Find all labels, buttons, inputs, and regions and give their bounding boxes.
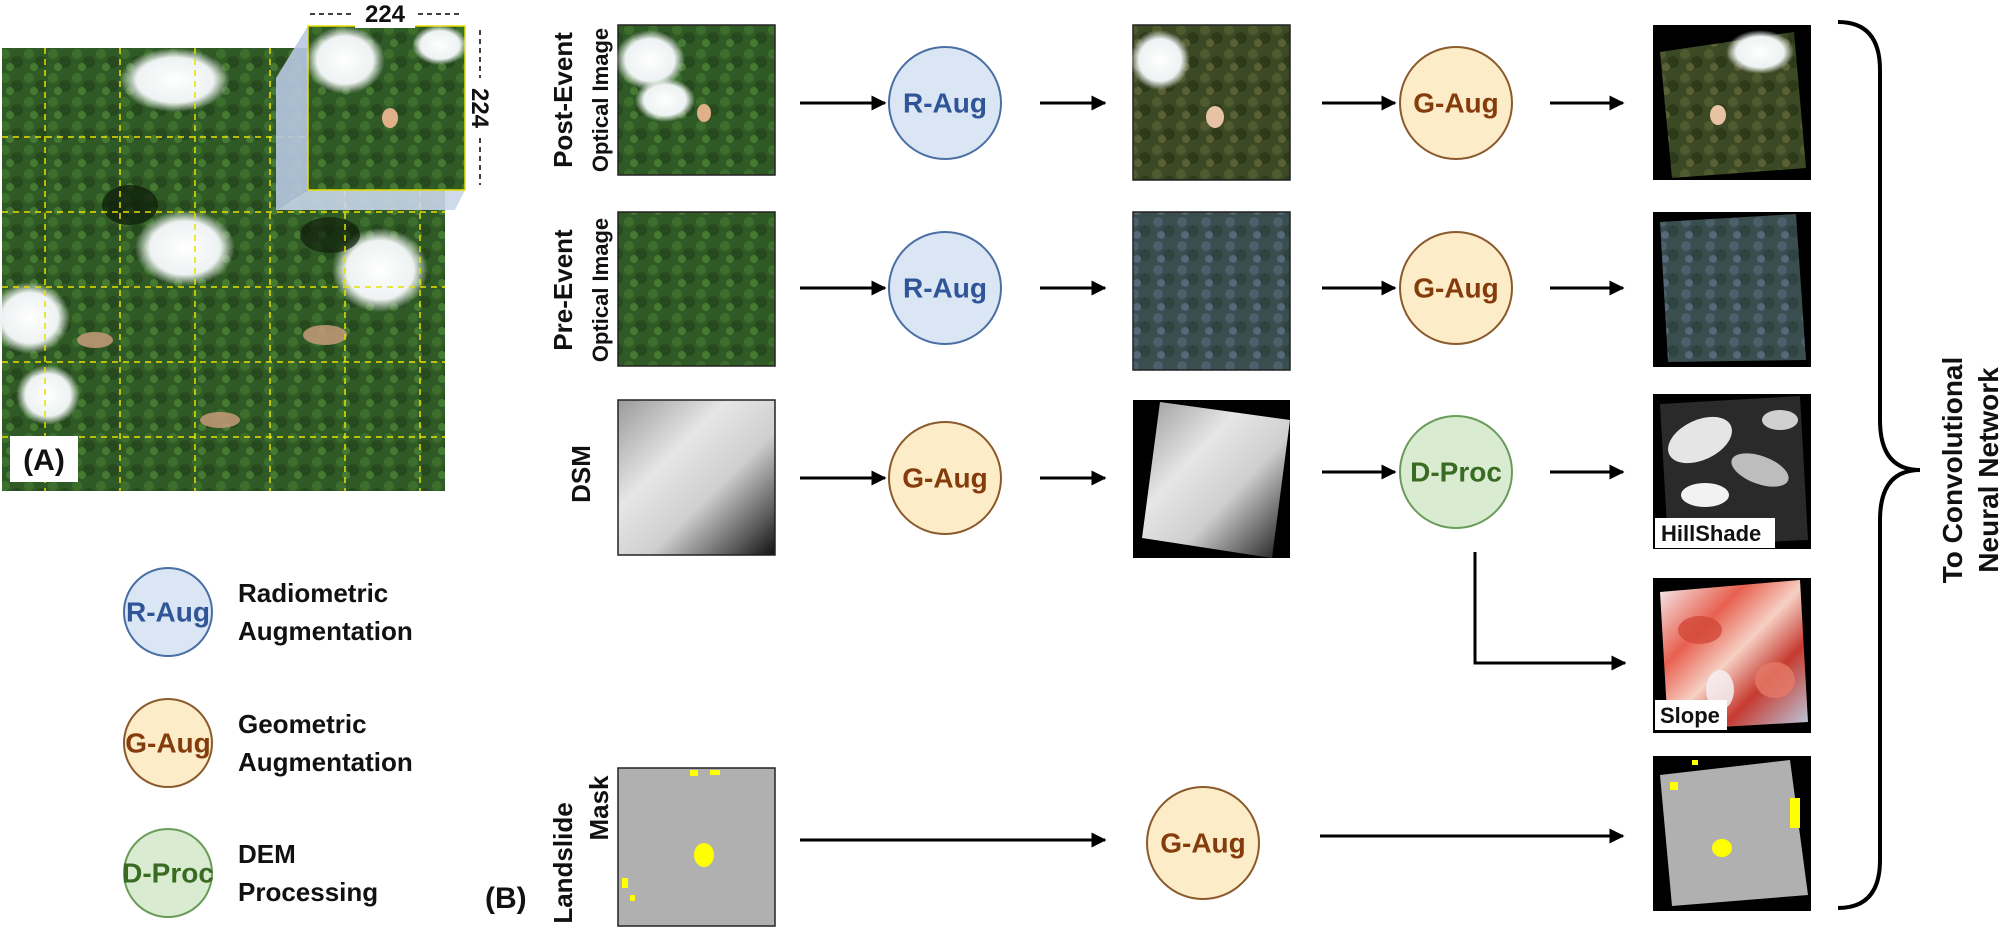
- legend-d-proc-circle: [123, 828, 213, 918]
- dsm-g-aug: [888, 421, 1002, 535]
- pre-event-r-aug-output: [1132, 211, 1291, 371]
- shadow-patch: [102, 185, 158, 225]
- row-dsm: G-Aug D-Proc HillShade S: [617, 394, 1811, 733]
- tile-grid: [2, 48, 445, 491]
- tile-extrusion-bottom: [276, 190, 465, 210]
- dsm-d-proc: [1399, 415, 1513, 529]
- cloud: [0, 282, 70, 354]
- panel-a-label: (A): [23, 444, 65, 477]
- legend-g-aug-line2: Augmentation: [238, 747, 413, 777]
- slope-tag: Slope: [1660, 703, 1720, 728]
- legend-d-proc-line2: Processing: [238, 877, 378, 907]
- mask-g-aug-label: G-Aug: [1160, 828, 1246, 859]
- mask-final-output: [1653, 756, 1811, 911]
- dim-label-vertical: 224: [466, 88, 493, 129]
- dsm-g-aug-label: G-Aug: [902, 463, 988, 494]
- landslide-patch: [303, 325, 347, 345]
- target-line1: To Convolutional: [1937, 357, 1968, 584]
- panel-b-label: (B): [485, 882, 527, 915]
- dim-label-horizontal: 224: [365, 1, 406, 28]
- row-label-mask: Mask: [584, 775, 614, 841]
- shadow-patch: [300, 217, 360, 253]
- row-labels: Post-Event Optical Image Pre-Event Optic…: [485, 28, 614, 924]
- legend-d-proc-symbol: D-Proc: [122, 858, 214, 889]
- row-mask: G-Aug: [617, 756, 1811, 927]
- legend-d-proc-line1: DEM: [238, 839, 296, 869]
- cloud: [135, 210, 235, 286]
- row-label-pre-event: Pre-Event: [548, 229, 578, 351]
- pre-event-input-image: [617, 211, 776, 367]
- hillshade-tag: HillShade: [1661, 521, 1761, 546]
- row-label-dsm: DSM: [566, 445, 596, 503]
- legend-r-aug-line2: Augmentation: [238, 616, 413, 646]
- legend-g-aug-line1: Geometric: [238, 709, 367, 739]
- pre-event-g-aug: [1399, 231, 1513, 345]
- pre-event-r-aug: [888, 231, 1002, 345]
- post-event-input-image: [615, 24, 776, 176]
- dsm-g-aug-output: [1133, 400, 1290, 558]
- pre-event-g-aug-label: G-Aug: [1413, 273, 1499, 304]
- mask-g-aug: [1146, 786, 1260, 900]
- pre-event-r-aug-label: R-Aug: [903, 273, 987, 304]
- target-line2: Neural Network: [1973, 367, 2004, 573]
- cloud: [16, 365, 80, 425]
- legend-r-aug-symbol: R-Aug: [126, 597, 210, 628]
- cloud: [120, 48, 230, 112]
- mask-input-image: [617, 767, 776, 927]
- slope-output: Slope: [1653, 578, 1811, 733]
- post-event-g-aug-label: G-Aug: [1413, 88, 1499, 119]
- post-event-r-aug-output: [1130, 24, 1291, 181]
- arrow-to-slope: [1473, 552, 1627, 671]
- post-event-r-aug: [888, 46, 1002, 160]
- legend-g-aug-circle: [123, 698, 213, 788]
- post-event-final-output: [1653, 25, 1811, 180]
- dsm-input-image: [617, 399, 776, 556]
- row-post-event: R-Aug G-Aug: [615, 24, 1811, 181]
- row-label-post-event-sub: Optical Image: [588, 28, 613, 172]
- post-event-r-aug-label: R-Aug: [903, 88, 987, 119]
- zoomed-tile: [305, 25, 468, 191]
- row-label-landslide: Landslide: [548, 802, 578, 923]
- panel-a: 224 224 (A): [0, 0, 494, 491]
- hillshade-output: HillShade: [1653, 394, 1811, 549]
- row-label-pre-event-sub: Optical Image: [588, 218, 613, 362]
- tile-extrusion: [276, 26, 308, 210]
- legend-r-aug-circle: [123, 567, 213, 657]
- landslide-patch: [77, 332, 113, 348]
- dsm-d-proc-label: D-Proc: [1410, 457, 1502, 488]
- brace: [1837, 20, 1921, 910]
- legend-g-aug-symbol: G-Aug: [125, 728, 211, 759]
- pre-event-final-output: [1653, 212, 1811, 367]
- row-label-post-event: Post-Event: [548, 32, 578, 168]
- legend-r-aug-line1: Radiometric: [238, 578, 388, 608]
- landslide-patch: [200, 412, 240, 428]
- legend: R-Aug Radiometric Augmentation G-Aug Geo…: [122, 567, 413, 918]
- row-pre-event: R-Aug G-Aug: [617, 211, 1811, 371]
- cloud: [332, 228, 428, 312]
- post-event-g-aug: [1399, 46, 1513, 160]
